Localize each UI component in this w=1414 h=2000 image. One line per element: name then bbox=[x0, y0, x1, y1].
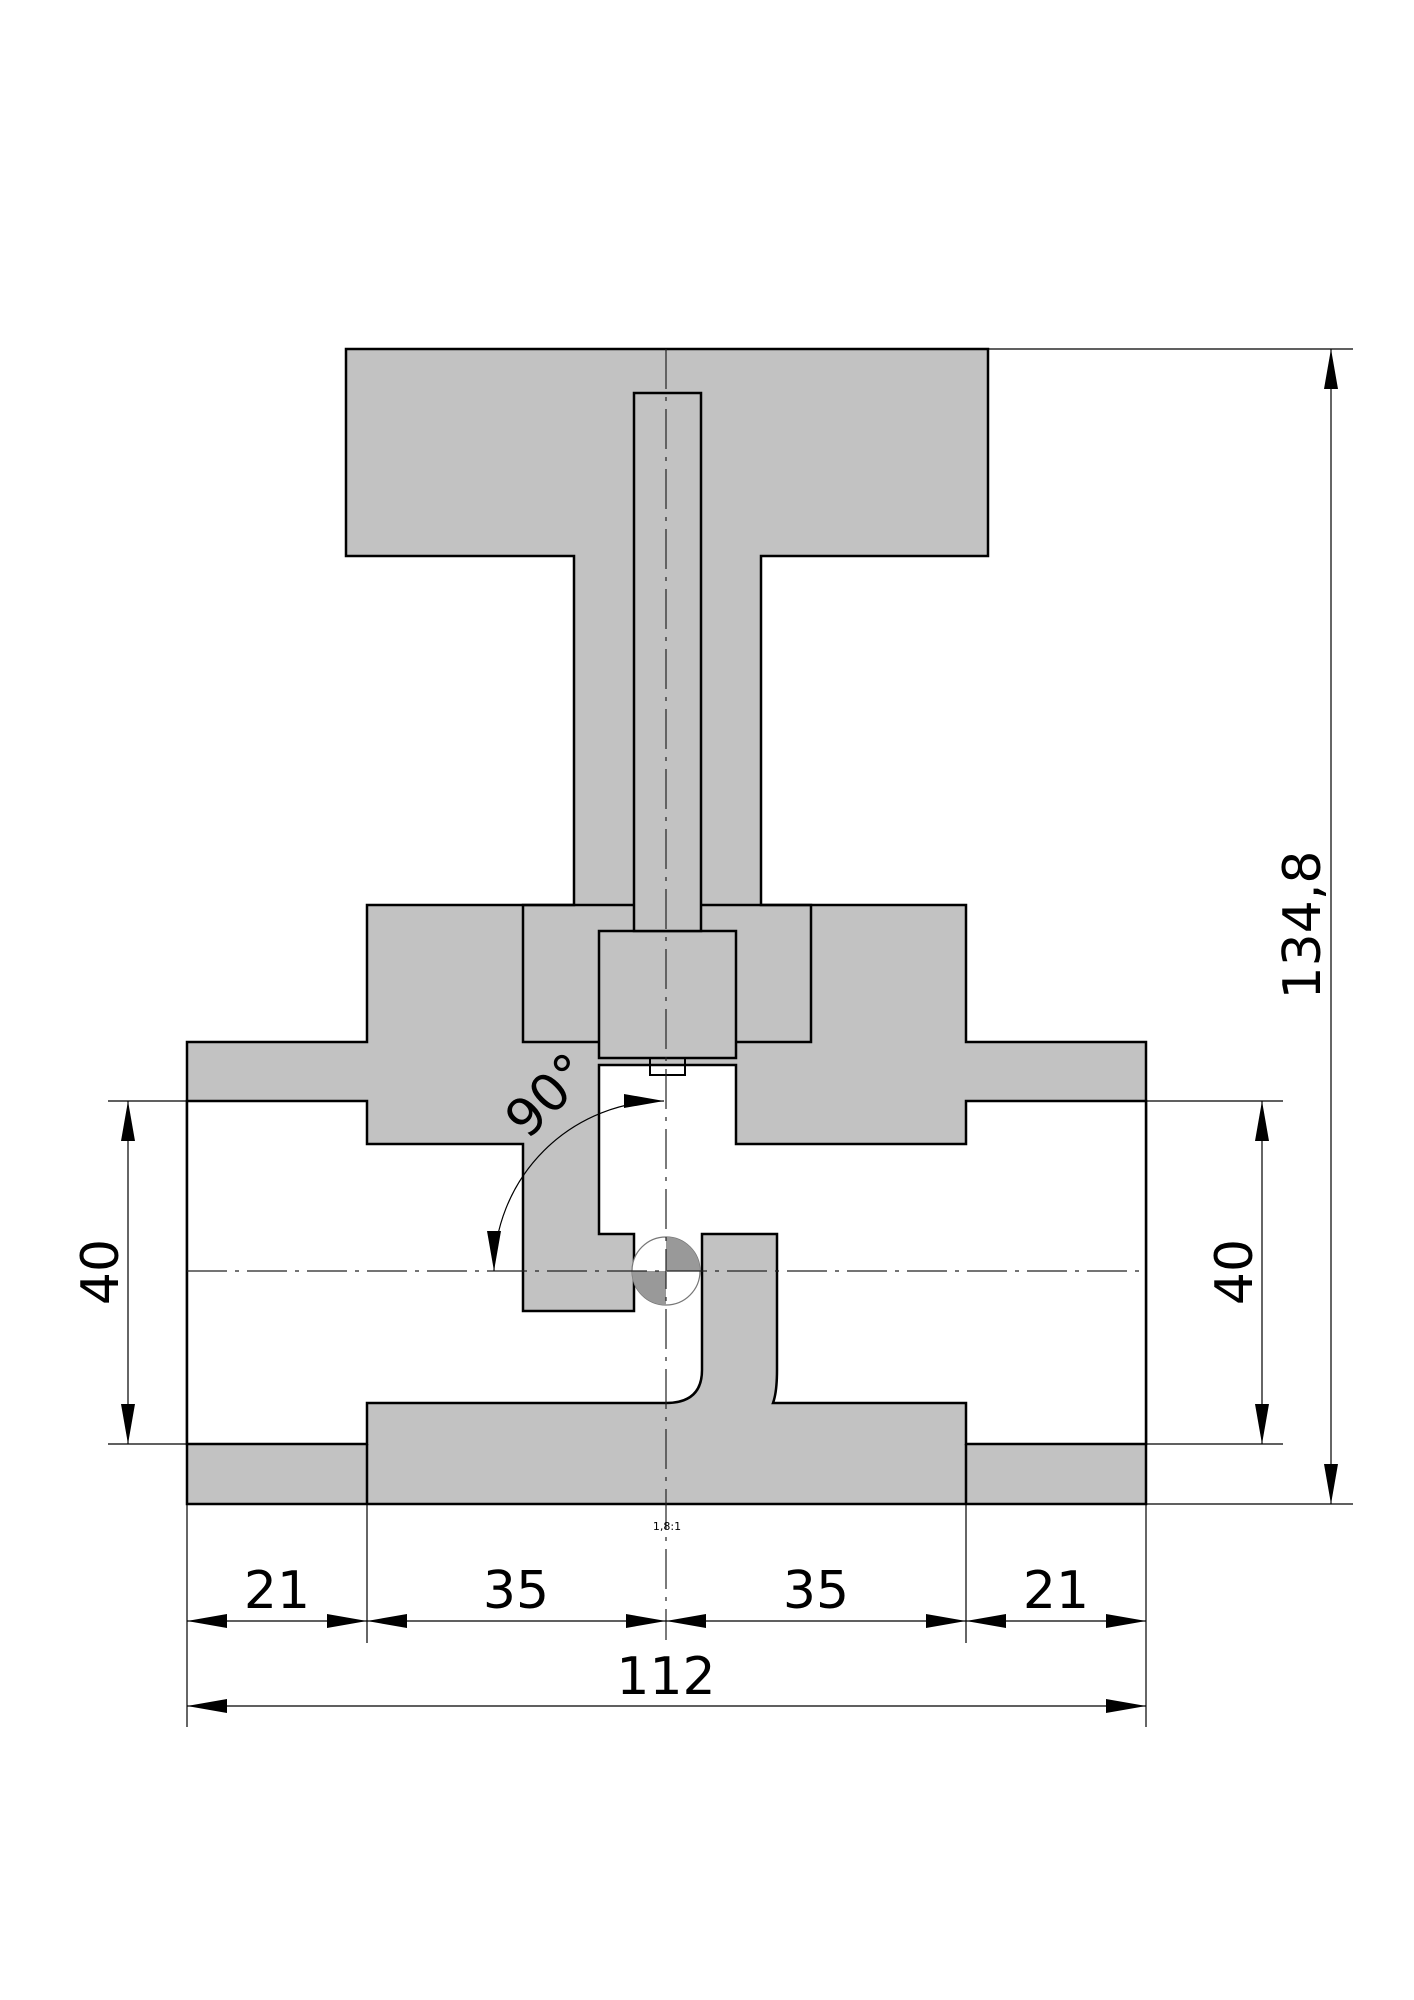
dim-chain-2: 35 bbox=[483, 1561, 549, 1621]
dim-overall-width: 112 bbox=[616, 1647, 715, 1707]
scale-note: 1,8:1 bbox=[653, 1520, 681, 1533]
internal-part-lines bbox=[365, 391, 968, 1504]
dim-chain-1: 21 bbox=[244, 1561, 310, 1621]
dim-overall-height: 134,8 bbox=[1273, 851, 1333, 1000]
angle-arc bbox=[487, 1094, 665, 1272]
stem-lower-block bbox=[597, 929, 738, 1060]
stem-notch bbox=[599, 1057, 736, 1076]
dim-right-port: 40 bbox=[1205, 1239, 1265, 1305]
dim-chain-4: 21 bbox=[1023, 1561, 1089, 1621]
stem bbox=[632, 391, 703, 933]
center-lines bbox=[187, 349, 1146, 1640]
dimension-lines bbox=[108, 348, 1353, 1727]
dim-left-port: 40 bbox=[71, 1239, 131, 1305]
dim-chain-3: 35 bbox=[783, 1561, 849, 1621]
